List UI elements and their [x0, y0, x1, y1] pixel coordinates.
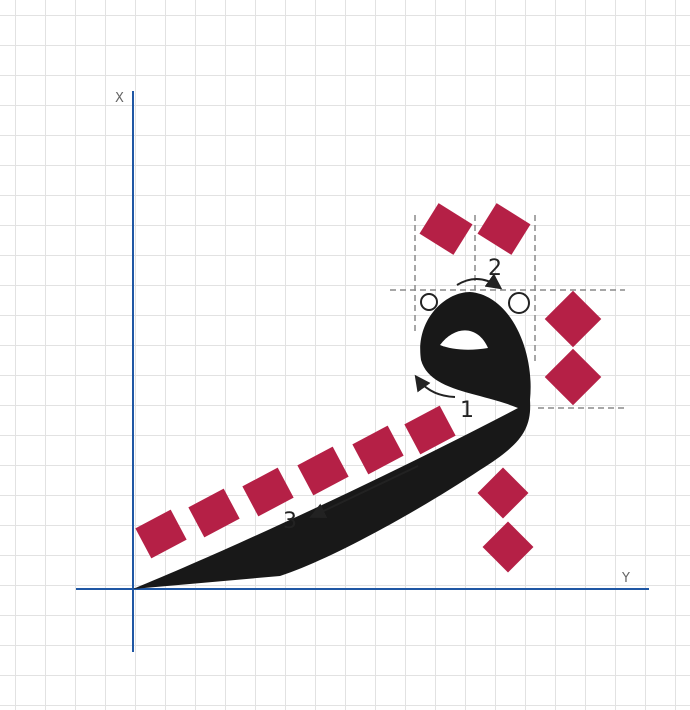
circle-marker [420, 293, 438, 311]
y-axis-label: Y [621, 571, 630, 586]
stroke-arrows [309, 273, 503, 519]
circle-marker [508, 292, 530, 314]
dot [419, 203, 473, 255]
dot [297, 446, 349, 496]
dot [544, 290, 602, 348]
letter-eye [440, 330, 488, 350]
step-label-1: 1 [460, 398, 474, 423]
arrow-step-2 [456, 273, 503, 290]
arrow-step-1 [414, 374, 456, 398]
step-label-3: 3 [283, 509, 297, 534]
dot [188, 488, 240, 538]
waw-letter [133, 292, 531, 589]
dot [482, 521, 534, 573]
dot [544, 348, 602, 406]
dot [352, 425, 404, 475]
dot [135, 509, 187, 559]
guide-lines [390, 215, 625, 409]
axes: X Y [76, 91, 649, 652]
arrow-step-3 [309, 465, 419, 519]
dot [242, 467, 294, 517]
x-axis-label: X [115, 91, 124, 106]
dot [477, 203, 531, 255]
dot [477, 467, 529, 519]
dot [404, 405, 456, 455]
step-label-2: 2 [488, 256, 502, 281]
